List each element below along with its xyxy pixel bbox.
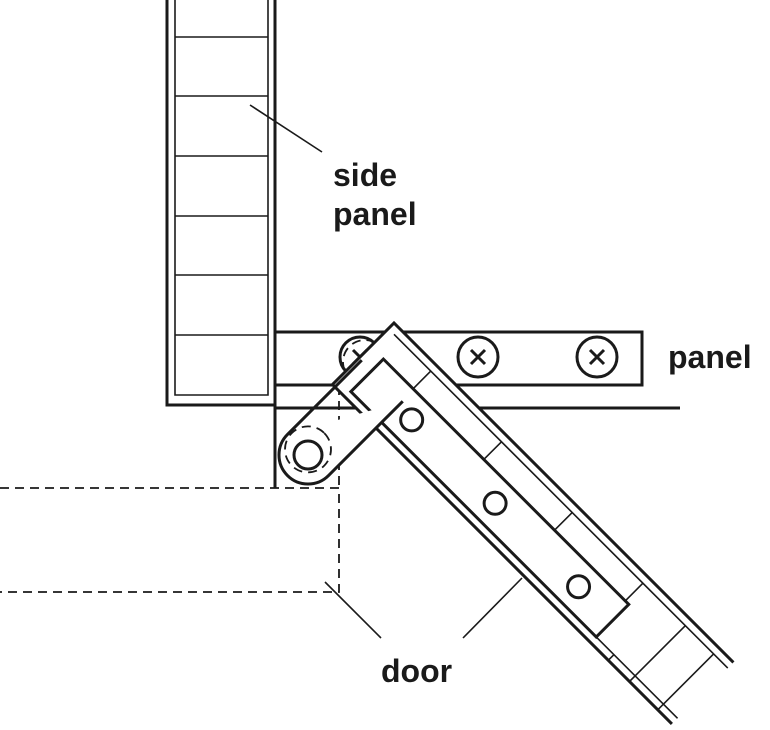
open-door	[330, 320, 735, 725]
label-door: door	[381, 653, 452, 689]
label-side-panel: panel	[333, 196, 417, 232]
screw-icon	[575, 335, 619, 379]
screw-icon	[456, 335, 500, 379]
side-panel	[165, 0, 277, 488]
mounting-plate	[273, 330, 644, 387]
pivot-arm	[277, 359, 404, 486]
label-side: side	[333, 157, 397, 193]
label-panel: panel	[668, 339, 752, 375]
door-leaders	[324, 577, 523, 639]
side-panel-leader	[249, 104, 323, 153]
